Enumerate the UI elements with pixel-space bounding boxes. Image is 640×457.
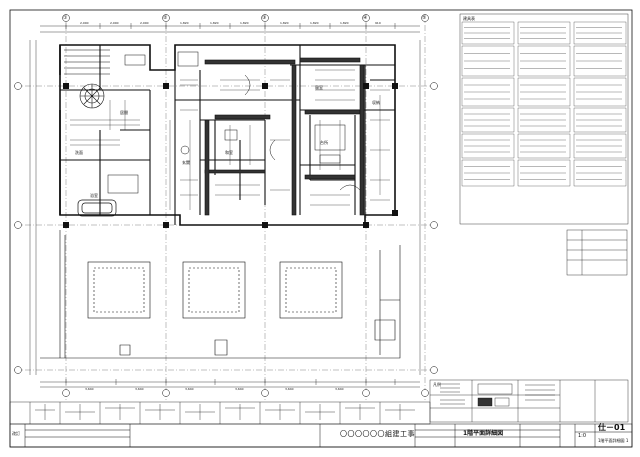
svg-text:2,000: 2,000 [140, 21, 149, 25]
fixtures [107, 51, 361, 194]
schedule-cell [461, 133, 515, 159]
schedule-cell [573, 45, 627, 77]
scale-value: 1:0 [578, 433, 587, 439]
schedule-cell [573, 133, 627, 159]
svg-text:2,000: 2,000 [80, 21, 89, 25]
sheet-border [9, 9, 633, 448]
sheet-number: 仕－01 [598, 423, 626, 432]
svg-text:3,640: 3,640 [185, 387, 194, 391]
schedule-cell [461, 21, 515, 45]
grid-number: ② [163, 15, 168, 21]
drawing-title-box: 1階平面詳細図 1 [598, 438, 629, 443]
schedule-cell [573, 21, 627, 45]
svg-text:3,640: 3,640 [85, 387, 94, 391]
room-label: 浴室 [90, 193, 98, 198]
svg-text:2,000: 2,000 [110, 21, 119, 25]
drawing-title: 1階平面詳細図 [463, 430, 504, 437]
schedule-cell [461, 107, 515, 133]
schedule-cell [461, 159, 515, 187]
company-name: 〇〇〇〇〇〇組建工事 [340, 430, 415, 438]
room-label: 和室 [225, 150, 233, 155]
schedule-cell [461, 45, 515, 77]
schedule-heading: 建具表 [463, 16, 475, 21]
schedule-cell [517, 77, 571, 107]
grid-number: ① [63, 15, 68, 21]
room-label: 洗面 [75, 150, 83, 155]
svg-text:1,820: 1,820 [280, 21, 289, 25]
svg-text:910: 910 [375, 21, 381, 25]
spiral-stair [64, 49, 110, 109]
schedule-cell [517, 133, 571, 159]
grid-bubbles [14, 14, 438, 397]
svg-text:3,640: 3,640 [135, 387, 144, 391]
dimension-labels: 2,000 2,000 2,000 1,820 1,820 1,820 1,820 1,8… [80, 21, 381, 391]
svg-text:1,820: 1,820 [340, 21, 349, 25]
exterior-footings [87, 261, 343, 319]
schedule-cell [517, 21, 571, 45]
room-label: 寝室 [315, 85, 323, 90]
room-label: 居間 [120, 110, 128, 115]
revision-label: 改訂 [12, 431, 20, 436]
columns [63, 83, 398, 228]
detail-strokes [70, 69, 390, 210]
svg-text:1,820: 1,820 [240, 21, 249, 25]
dimension-lines [29, 25, 421, 388]
room-label: 玄関 [182, 160, 190, 165]
svg-text:1,820: 1,820 [180, 21, 189, 25]
room-label: 台所 [320, 140, 328, 145]
legend-heading: 凡例 [433, 382, 441, 387]
wall-hatching [204, 57, 365, 216]
schedule-cell [461, 77, 515, 107]
section-strip [9, 401, 431, 425]
dimension-ticks [65, 23, 396, 385]
site-boundary [40, 230, 401, 359]
room-label: 収納 [372, 100, 380, 105]
schedule-cell [517, 107, 571, 133]
svg-text:3,640: 3,640 [335, 387, 344, 391]
svg-text:1,820: 1,820 [210, 21, 219, 25]
grid-number: ⑤ [422, 15, 427, 21]
schedule-cell [573, 77, 627, 107]
right-notes-box [566, 229, 628, 276]
grid-number: ④ [363, 15, 368, 21]
schedule-cell [517, 159, 571, 187]
bathtub [77, 199, 117, 217]
legend-block [429, 379, 629, 423]
svg-text:3,640: 3,640 [235, 387, 244, 391]
svg-text:3,640: 3,640 [285, 387, 294, 391]
title-block [9, 423, 633, 448]
svg-text:1,820: 1,820 [310, 21, 319, 25]
schedule-cell [517, 45, 571, 77]
grid-number: ③ [262, 15, 267, 21]
schedule-panel [459, 13, 629, 225]
schedule-cell [573, 107, 627, 133]
schedule-cell [573, 159, 627, 187]
schedule-cells [461, 21, 627, 187]
